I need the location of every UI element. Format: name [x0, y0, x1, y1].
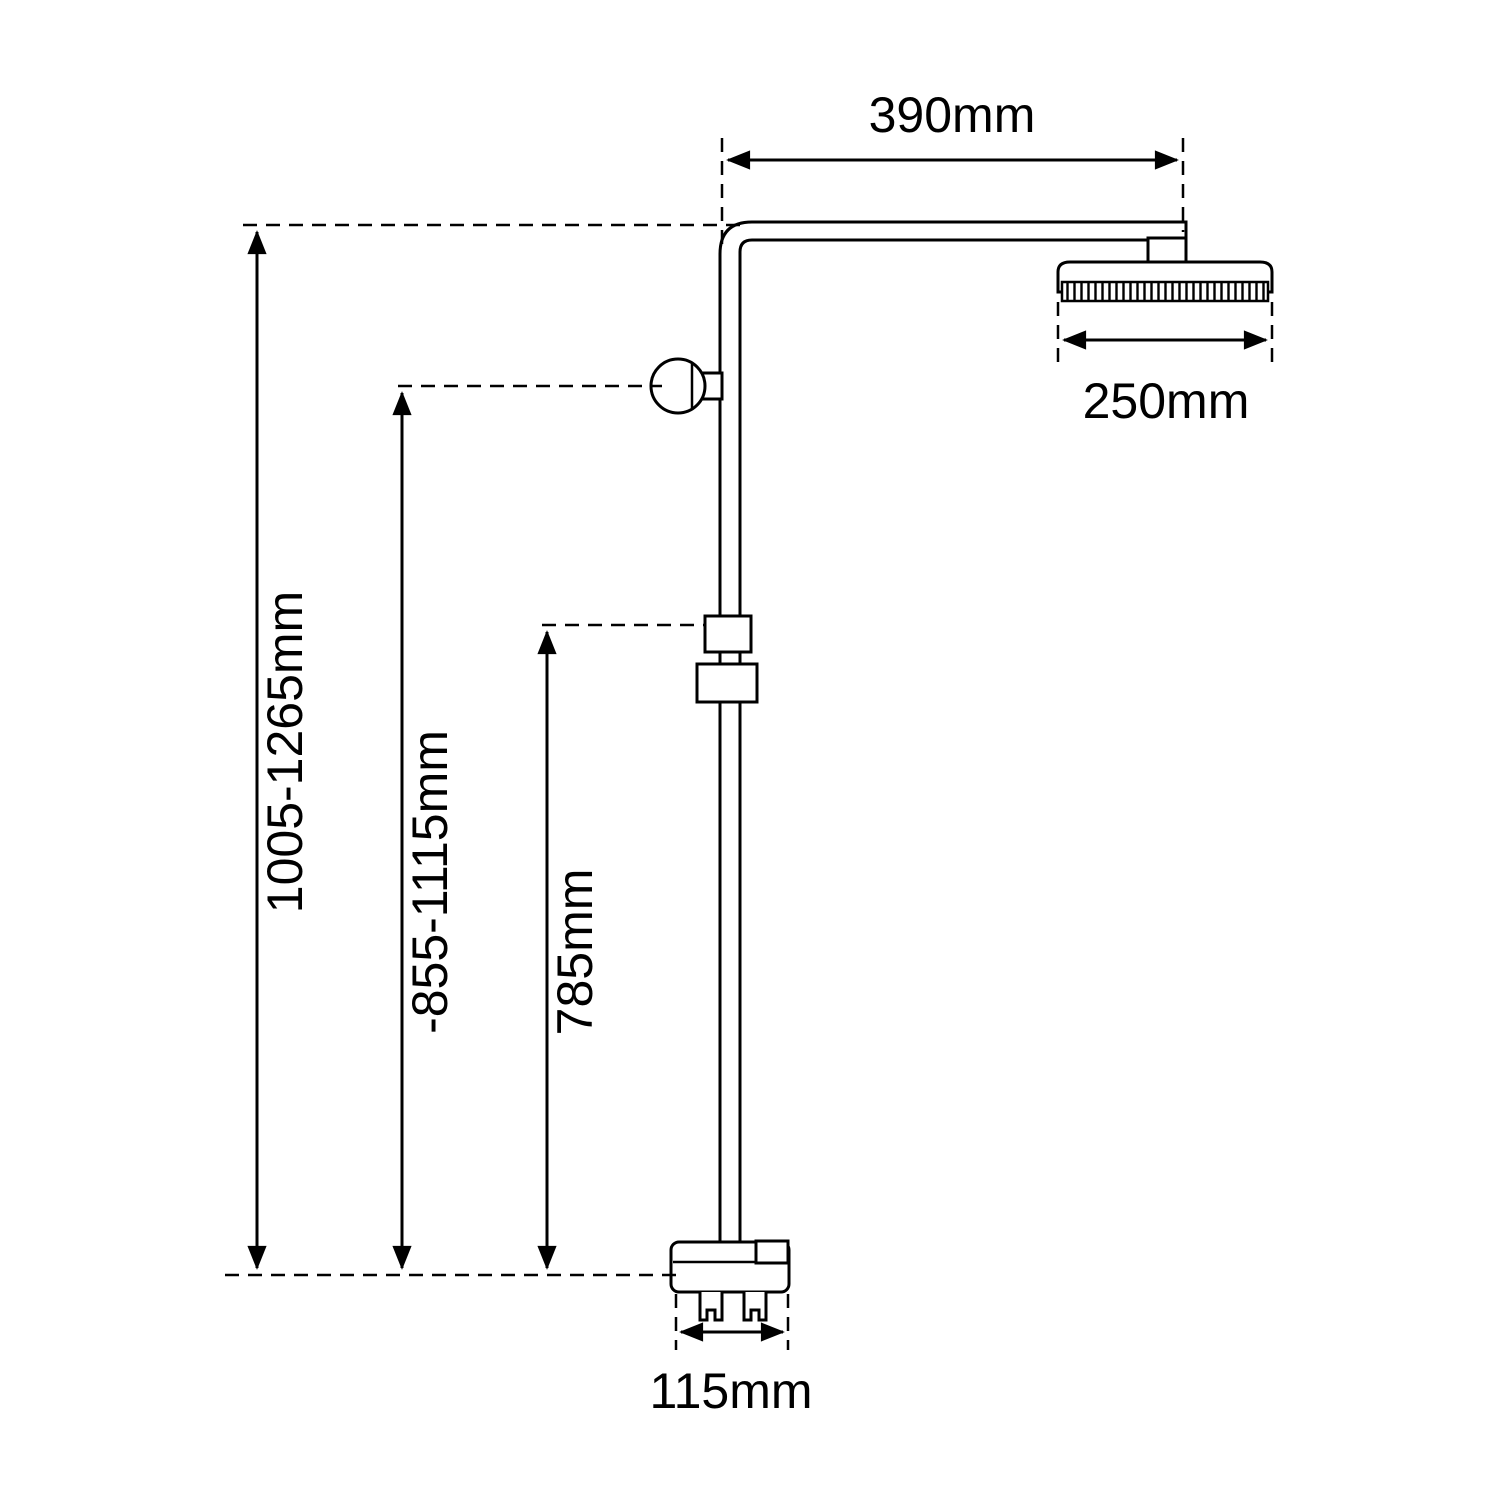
- dim-label-head-width: 250mm: [1083, 373, 1250, 429]
- dim-label-height-mid: -855-1115mm: [402, 730, 458, 1034]
- dim-label-height-inner: 785mm: [547, 869, 603, 1036]
- rail-slider-upper: [703, 614, 753, 654]
- shower-head-nozzle-face: [1060, 280, 1270, 303]
- dim-label-height-total: 1005-1265mm: [257, 591, 313, 913]
- base-right-detail: [754, 1239, 790, 1265]
- base-prong-right: [742, 1292, 768, 1322]
- shower-head-connector: [1146, 236, 1188, 266]
- base-prong-left: [698, 1292, 724, 1322]
- dim-label-top-width: 390mm: [869, 87, 1036, 143]
- rail-slider-lower: [695, 662, 759, 704]
- dim-label-base-width: 115mm: [649, 1363, 812, 1419]
